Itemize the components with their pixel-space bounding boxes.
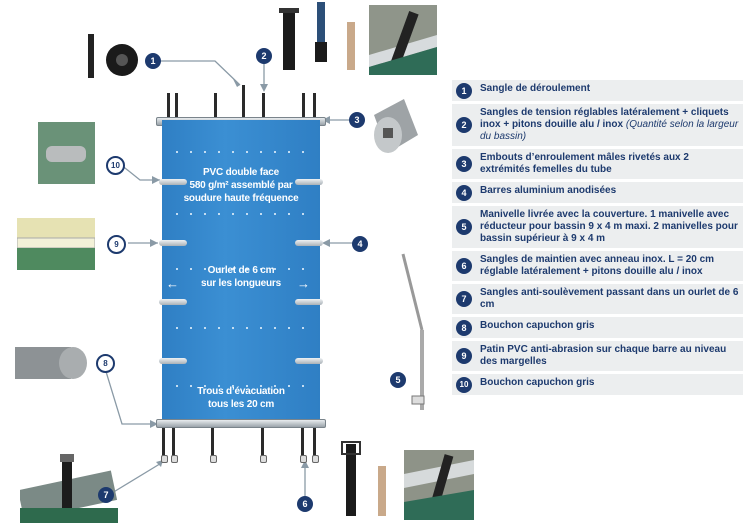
grey-cap-photo [15,335,93,389]
legend-marker: 3 [456,156,472,172]
end-cap-photo [368,95,420,158]
hem-description: Ourlet de 6 cm sur les longueurs [201,265,281,289]
holding-strap [261,428,264,456]
roll-strap-photo [78,30,148,82]
legend-marker: 2 [456,117,472,133]
holding-strap-photo [336,440,400,520]
strap-ring [210,455,217,463]
legend-item-2: 2 Sangles de tension réglables latéralem… [452,104,743,146]
bar-end-left [159,299,187,305]
legend-item-6: 6 Sangles de maintien avec anneau inox. … [452,251,743,281]
strap-ring [171,455,178,463]
legend-marker: 10 [456,376,472,393]
legend-item-7: 7 Sangles anti-soulèvement passant dans … [452,284,743,314]
legend-marker: 8 [456,319,472,336]
green-cap-photo [38,122,95,184]
tension-strap [313,93,316,121]
tension-strap [167,93,170,121]
callout-5: 5 [390,372,406,388]
strap-ring [260,455,267,463]
legend-marker: 6 [456,258,472,274]
pool-cover [162,120,320,422]
bar-end-left [159,179,187,185]
legend-item-1: 1 Sangle de déroulement [452,80,743,101]
holding-strap [301,428,304,456]
callout-2: 2 [256,48,272,64]
legend: 1 Sangle de déroulement 2 Sangles de ten… [452,80,743,398]
drain-holes-row [170,213,312,215]
legend-marker: 7 [456,291,472,307]
drain-holes-row [170,268,312,270]
callout-8: 8 [96,354,115,373]
anti-lift-strap [172,428,175,456]
bar-end-right [295,240,323,246]
bar-end-right [295,179,323,185]
legend-marker: 4 [456,184,472,201]
tension-strap [302,93,305,121]
legend-item-8: 8 Bouchon capuchon gris [452,317,743,338]
holding-strap [211,428,214,456]
pvc-description: PVC double face 580 g/m² assemblé par so… [183,167,299,204]
pool-edge-photo-top [369,5,437,75]
legend-item-4: 4 Barres aluminium anodisées [452,182,743,203]
tension-strap [175,93,178,121]
callout-9: 9 [107,235,126,254]
drain-holes-row [170,327,312,329]
drain-description: Trous d’évacuation tous les 20 cm [197,386,285,410]
strap-ring [312,455,319,463]
callout-7: 7 [98,487,114,503]
legend-marker: 1 [456,82,472,99]
tension-strap [262,93,265,121]
bar-end-left [159,358,187,364]
arrow-right-icon: → [297,276,310,291]
strap-ring [161,455,168,463]
tension-strap [214,93,217,121]
legend-marker: 5 [456,219,472,235]
anti-lift-strap-photo [17,450,118,523]
legend-item-5: 5 Manivelle livrée avec la couverture. 1… [452,206,743,248]
bar-end-right [295,358,323,364]
legend-item-9: 9 Patin PVC anti-abrasion sur chaque bar… [452,341,743,371]
pool-edge-photo-bottom [404,450,474,520]
drain-holes-row [170,151,312,153]
crank-handle-photo [398,250,433,415]
legend-marker: 9 [456,348,472,364]
bottom-bar [156,419,326,428]
callout-6: 6 [297,496,313,512]
holding-strap [313,428,316,456]
callout-10: 10 [106,156,125,175]
bar-end-left [159,240,187,246]
bar-end-right [295,299,323,305]
anti-lift-strap [162,428,165,456]
callout-4: 4 [352,236,368,252]
pvc-pad-photo [16,218,96,270]
unroll-strap [242,85,245,121]
legend-item-10: 10 Bouchon capuchon gris [452,374,743,395]
drain-holes-row [170,385,312,387]
callout-3: 3 [349,112,365,128]
legend-item-3: 3 Embouts d’enroulement mâles rivetés au… [452,149,743,179]
ratchet-strap-photo [275,2,370,74]
callout-1: 1 [145,53,161,69]
arrow-left-icon: ← [166,276,179,291]
strap-ring [300,455,307,463]
